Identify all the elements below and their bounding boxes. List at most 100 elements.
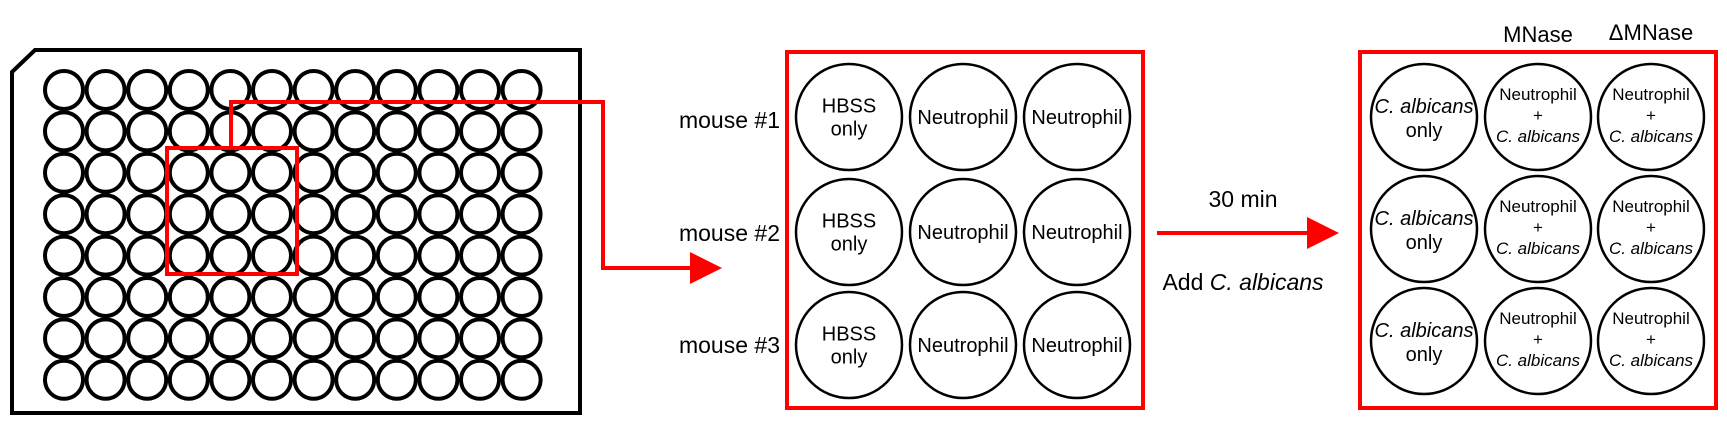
plate-well <box>375 110 418 153</box>
well-label: Neutrophil+C. albicans <box>1609 309 1694 370</box>
plate-well <box>334 234 377 277</box>
plate-well <box>334 317 377 360</box>
well-label: Neutrophil+C. albicans <box>1609 197 1694 258</box>
well-label-line: Neutrophil <box>1612 197 1690 216</box>
well-label: Neutrophil <box>1031 335 1122 357</box>
plate-well <box>209 234 252 277</box>
plate-well <box>84 193 127 236</box>
step-time-label: 30 min <box>1208 186 1277 212</box>
plate-well <box>459 193 501 236</box>
plate-well <box>459 317 501 360</box>
plate-well <box>167 193 210 236</box>
column-header-mnase: MNase <box>1503 22 1573 47</box>
plate-well <box>84 69 127 111</box>
plate-well <box>209 317 252 360</box>
plate-well <box>43 151 85 194</box>
plate-well <box>251 151 293 194</box>
well-label: Neutrophil+C. albicans <box>1496 309 1581 370</box>
neutrophil-well <box>908 290 1018 400</box>
well-label: Neutrophil <box>1031 107 1122 129</box>
plate-well <box>417 110 460 153</box>
plate-well <box>167 358 210 401</box>
plate-well <box>126 151 169 194</box>
plate-well <box>251 69 293 111</box>
plate-well <box>292 69 335 111</box>
neutrophil-well <box>908 177 1018 287</box>
plate-well <box>251 193 293 236</box>
plate-well <box>417 276 460 318</box>
well-label: Neutrophil <box>1031 222 1122 244</box>
well-label: Neutrophil+C. albicans <box>1496 85 1581 146</box>
well-label: Neutrophil <box>917 107 1008 129</box>
plate-well <box>500 317 543 360</box>
plate-well <box>43 317 85 360</box>
plate-well <box>375 151 418 194</box>
well-label: Neutrophil+C. albicans <box>1609 85 1694 146</box>
plate-well <box>417 358 460 401</box>
plate-well <box>292 276 335 318</box>
well-label-line: Neutrophil <box>1499 309 1577 328</box>
well-label-line: only <box>1406 120 1443 142</box>
well-label-organism: C. albicans <box>1609 239 1694 258</box>
plate-well <box>84 276 127 318</box>
well-label: Neutrophil <box>917 335 1008 357</box>
well-label-line: + <box>1646 106 1656 125</box>
neutrophil-well <box>794 177 904 287</box>
well-label-organism: C. albicans <box>1609 351 1694 370</box>
well-label-line: Neutrophil <box>1031 222 1122 244</box>
step-action-organism: C. albicans <box>1210 269 1324 295</box>
plate-well <box>334 151 377 194</box>
well-label-line: Neutrophil <box>917 335 1008 357</box>
well-plate <box>10 48 582 415</box>
well-label-organism: C. albicans <box>1496 351 1581 370</box>
plate-well <box>334 193 377 236</box>
neutrophil-well <box>794 62 904 172</box>
treated-well <box>1483 174 1593 284</box>
mouse-label: mouse #2 <box>679 220 780 246</box>
well-label-organism: C. albicans <box>1496 239 1581 258</box>
plate-well <box>167 69 210 111</box>
zoom-connector-arrow <box>229 100 722 284</box>
well-label: Neutrophil+C. albicans <box>1496 197 1581 258</box>
plate-well <box>167 234 210 277</box>
treated-well <box>1596 62 1706 172</box>
well-label-line: Neutrophil <box>917 222 1008 244</box>
plate-well <box>84 151 127 194</box>
plate-well <box>43 276 85 318</box>
plate-well <box>251 317 293 360</box>
control-well <box>1369 286 1479 396</box>
well-label-line: HBSS <box>822 324 876 346</box>
plate-well <box>43 193 85 236</box>
well-label-line: only <box>831 119 868 141</box>
plate-well <box>251 358 293 401</box>
plate-well <box>126 69 169 111</box>
well-label-line: Neutrophil <box>1612 309 1690 328</box>
plate-well <box>500 358 543 401</box>
plate-well <box>375 193 418 236</box>
plate-well <box>500 110 543 153</box>
plate-well <box>334 110 377 153</box>
well-label-organism: C. albicans <box>1375 320 1474 342</box>
plate-well <box>459 110 501 153</box>
well-label-organism: C. albicans <box>1496 127 1581 146</box>
plate-well <box>334 358 377 401</box>
plate-well <box>167 276 210 318</box>
well-label-line: + <box>1533 218 1543 237</box>
plate-well <box>209 193 252 236</box>
column-header-delta-mnase: ΔMNase <box>1609 20 1693 45</box>
well-label-line: Neutrophil <box>1031 335 1122 357</box>
plate-well <box>251 110 293 153</box>
plate-well <box>251 276 293 318</box>
step-action-prefix: Add <box>1162 269 1209 295</box>
mouse-label: mouse #1 <box>679 107 780 133</box>
plate-wells <box>43 69 543 401</box>
treated-well <box>1483 62 1593 172</box>
